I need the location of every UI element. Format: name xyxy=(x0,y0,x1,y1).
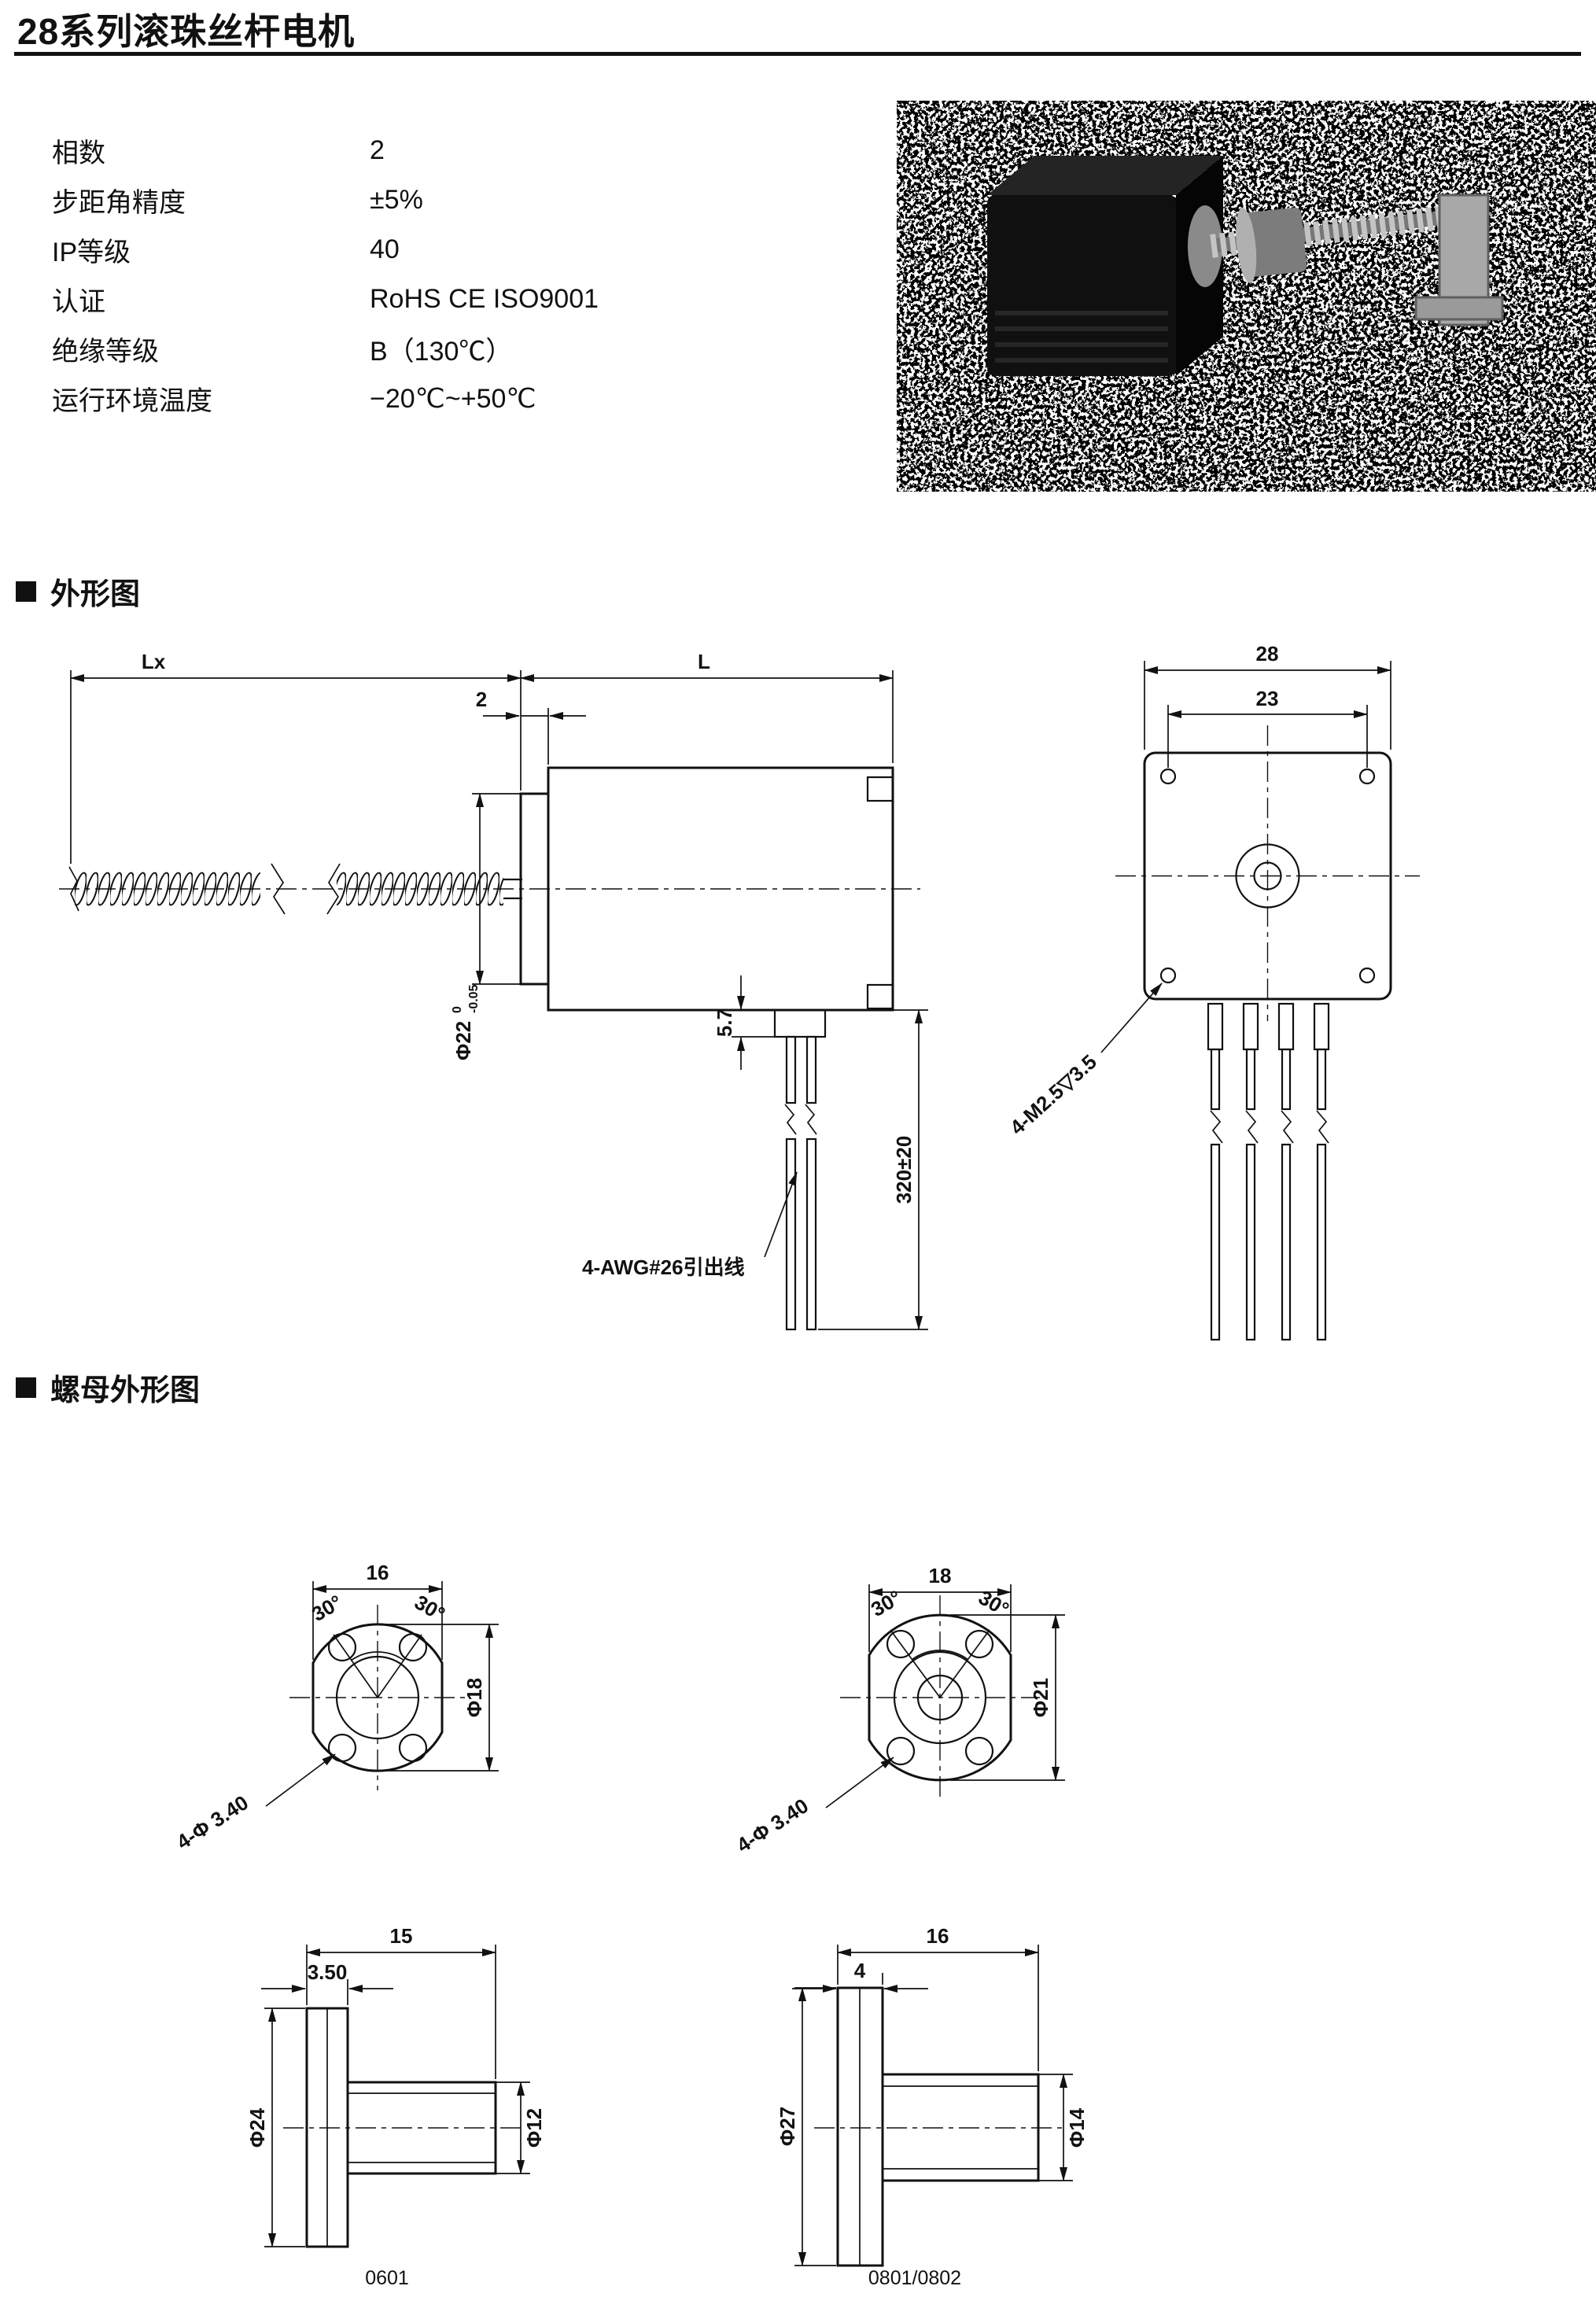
motor-front-view xyxy=(1115,725,1420,1341)
end-cap-tab xyxy=(866,983,894,1010)
nut-front-right: 30° 30° 18 Φ21 4-Φ 3.40 xyxy=(732,1564,1065,1857)
mount-hole xyxy=(1358,967,1376,984)
spec-value: B（130℃） xyxy=(370,337,513,367)
spec-label: 绝缘等级 xyxy=(52,337,159,367)
spec-row: 运行环境温度 −20℃~+50℃ xyxy=(52,374,599,423)
bolt-hole xyxy=(398,1733,428,1763)
bolt-hole xyxy=(398,1632,428,1662)
break-mark xyxy=(326,863,341,915)
section-outline-heading: 外形图 xyxy=(16,570,140,613)
page-title: 28系列滚珠丝杆电机 xyxy=(17,11,356,52)
tol-lower-label: -0.05 xyxy=(467,984,481,1013)
dim-23-label: 23 xyxy=(1256,687,1279,710)
dim-phi22-group: Φ22 0 -0.05 xyxy=(451,984,481,1060)
nutr-holes-label: 4-Φ 3.40 xyxy=(732,1794,813,1857)
spec-value: RoHS CE ISO9001 xyxy=(370,284,599,314)
footer-model-right: 0801/0802 xyxy=(868,2267,962,2289)
spec-row: 相数 2 xyxy=(52,126,599,175)
spec-label: 步距角精度 xyxy=(52,188,186,218)
section-nut-title: 螺母外形图 xyxy=(50,1374,201,1407)
section-bullet-icon xyxy=(16,1377,36,1398)
flange-outline xyxy=(311,1623,444,1772)
front-view-dimensions: 28 23 4-M2.5▽3.5 xyxy=(1005,642,1391,1139)
nut-side-right: 16 4 Φ27 Φ14 xyxy=(776,1924,1089,2267)
nutr-angle-right-label: 30° xyxy=(975,1585,1013,1621)
spec-value: 40 xyxy=(370,234,400,264)
spec-row: 步距角精度 ±5% xyxy=(52,175,599,225)
nutr-dia-label: Φ21 xyxy=(1029,1678,1052,1717)
nutl-angle-right-label: 30° xyxy=(411,1590,449,1626)
lead-wires xyxy=(1207,1002,1330,1341)
spec-label: 认证 xyxy=(52,287,105,317)
nutl-dia-label: Φ18 xyxy=(463,1678,486,1717)
nutl-width-label: 16 xyxy=(367,1561,389,1584)
sidel-length-label: 15 xyxy=(390,1924,413,1948)
nut-drawing: 30° 30° 16 Φ18 4-Φ 3.40 xyxy=(172,1561,1089,2267)
bolt-hole xyxy=(886,1629,916,1659)
bolt-hole xyxy=(964,1629,994,1659)
tol-upper-label: 0 xyxy=(451,1006,464,1013)
dim-lx-label: Lx xyxy=(142,650,166,673)
sider-length-label: 16 xyxy=(927,1924,949,1948)
bolt-hole xyxy=(327,1733,357,1763)
motor-photo-drawing xyxy=(987,156,1504,376)
dim-phi22-label: Φ22 xyxy=(452,1021,475,1060)
spec-row: 绝缘等级 B（130℃） xyxy=(52,324,599,374)
dim-2-label: 2 xyxy=(476,688,487,711)
sidel-body-dia-label: Φ12 xyxy=(522,2108,546,2148)
dim-l-label: L xyxy=(698,650,710,673)
screw-spec-label: 4-M2.5▽3.5 xyxy=(1005,1049,1101,1139)
bolt-hole xyxy=(964,1736,994,1766)
wire-leader-label: 4-AWG#26引出线 xyxy=(582,1255,745,1279)
nutr-angle-left-label: 30° xyxy=(867,1585,905,1621)
section-bullet-icon xyxy=(16,581,36,602)
title-rule xyxy=(14,52,1581,56)
bolt-hole xyxy=(886,1736,916,1766)
spec-value: ±5% xyxy=(370,185,423,215)
dim-320-label: 320±20 xyxy=(892,1136,916,1204)
nutl-holes-label: 4-Φ 3.40 xyxy=(172,1790,252,1854)
mount-hole xyxy=(1159,967,1177,984)
sider-flange-dia-label: Φ27 xyxy=(776,2107,799,2146)
break-mark xyxy=(271,863,286,915)
break-mark xyxy=(68,866,79,912)
sider-thickness-label: 4 xyxy=(854,1959,866,1982)
section-outline-title: 外形图 xyxy=(50,578,141,611)
end-cap-tab xyxy=(866,776,894,802)
mount-hole xyxy=(1358,768,1376,785)
nut-side-left: 15 3.50 Φ24 Φ12 xyxy=(245,1924,546,2248)
motor-side-view xyxy=(59,766,920,1331)
nutr-width-label: 18 xyxy=(929,1564,952,1587)
mount-hole xyxy=(1159,768,1177,785)
bolt-hole xyxy=(327,1632,357,1662)
spec-row: IP等级 40 xyxy=(52,225,599,275)
motor-body xyxy=(547,766,894,1012)
side-view-dimensions: Lx L 2 Φ22 0 -0.05 5.7 320 xyxy=(70,650,928,1330)
spec-value: −20℃~+50℃ xyxy=(370,383,536,414)
sider-body-dia-label: Φ14 xyxy=(1065,2107,1089,2148)
footer-model-left: 0601 xyxy=(365,2267,409,2289)
section-nut-heading: 螺母外形图 xyxy=(16,1366,200,1409)
outline-drawing: Lx L 2 Φ22 0 -0.05 5.7 320 xyxy=(59,642,1420,1341)
product-photo-svg xyxy=(897,101,1596,492)
product-photo xyxy=(897,101,1596,492)
sidel-flange-dia-label: Φ24 xyxy=(245,2107,269,2148)
screw-coil-left xyxy=(75,870,260,908)
dim-28-label: 28 xyxy=(1256,642,1279,666)
spec-table: 相数 2 步距角精度 ±5% IP等级 40 认证 RoHS CE ISO900… xyxy=(52,126,599,423)
spec-label: 运行环境温度 xyxy=(52,386,212,416)
flange-outline xyxy=(868,1613,1012,1782)
spec-label: IP等级 xyxy=(52,238,131,267)
spec-row: 认证 RoHS CE ISO9001 xyxy=(52,275,599,324)
dim-5-7-label: 5.7 xyxy=(713,1008,736,1037)
nut-front-left: 30° 30° 16 Φ18 4-Φ 3.40 xyxy=(172,1561,499,1854)
screw-coil-right xyxy=(337,870,503,908)
wire-grommet xyxy=(773,1008,827,1038)
sidel-thickness-label: 3.50 xyxy=(308,1960,348,1984)
spec-value: 2 xyxy=(370,135,385,165)
spec-label: 相数 xyxy=(52,138,105,168)
ball-nut xyxy=(1236,207,1307,283)
